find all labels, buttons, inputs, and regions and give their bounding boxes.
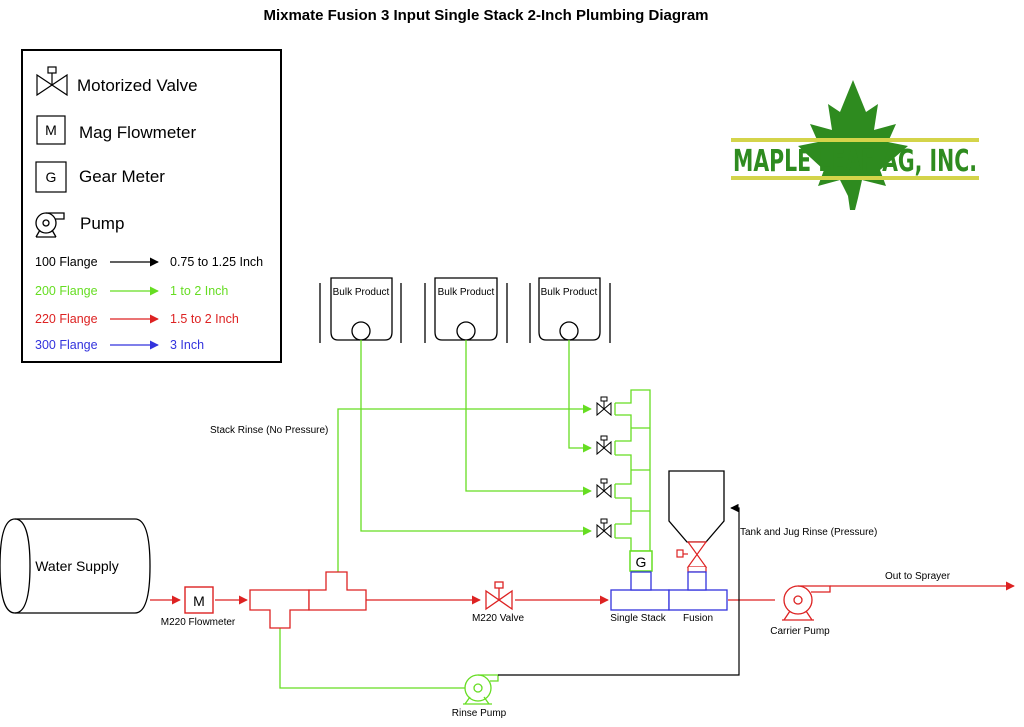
bulk-product-label-1: Bulk Product [333, 287, 390, 298]
legend-label-motorized-valve: Motorized Valve [77, 76, 198, 95]
manifold-valve-1 [596, 396, 612, 417]
fusion-valve [676, 541, 708, 573]
legend-label-pump: Pump [80, 214, 124, 233]
manifold-valve-3 [596, 478, 612, 499]
bulk-product-tank-2 [424, 277, 508, 343]
gear-meter: G [629, 550, 653, 572]
fusion-block [668, 571, 728, 611]
flowmeter-letter: M [193, 593, 205, 609]
flange-200-name: 200 Flange [35, 284, 98, 298]
fusion-hopper [668, 470, 725, 543]
bulk-product-tank-1 [319, 277, 402, 343]
carrier-pump [782, 585, 831, 621]
flange-100-size: 0.75 to 1.25 Inch [170, 255, 263, 269]
flange-300-name: 300 Flange [35, 338, 98, 352]
legend-label-gear-meter: Gear Meter [79, 167, 165, 186]
flange-100-name: 100 Flange [35, 255, 98, 269]
flange-300-size: 3 Inch [170, 338, 204, 352]
bulk-product-label-3: Bulk Product [541, 287, 598, 298]
m220-valve [485, 581, 513, 611]
logo-text: MAPLE LEAF AG, INC. [733, 144, 977, 179]
out-to-sprayer-label: Out to Sprayer [885, 571, 951, 582]
mag-flowmeter: M [184, 586, 214, 614]
gear-meter-label: G [636, 554, 647, 570]
manifold-valve-2 [596, 435, 612, 456]
green-piping [279, 340, 651, 689]
mag-flowmeter-icon: M [36, 115, 66, 145]
diagram-title: Mixmate Fusion 3 Input Single Stack 2-In… [263, 7, 708, 24]
water-supply-tank [0, 518, 151, 614]
m220-valve-label: M220 Valve [472, 613, 525, 624]
pump-icon [35, 212, 65, 238]
gear-meter-icon: G [35, 161, 67, 193]
flowmeter-label: M220 Flowmeter [161, 617, 236, 628]
red-piping [150, 571, 1015, 629]
tank-jug-rinse-line [498, 503, 740, 676]
carrier-pump-label: Carrier Pump [770, 626, 830, 637]
bulk-product-tank-3 [529, 277, 611, 343]
fusion-label: Fusion [683, 613, 713, 624]
stack-rinse-label: Stack Rinse (No Pressure) [210, 425, 328, 436]
rinse-pump [463, 674, 499, 705]
bulk-product-label-2: Bulk Product [438, 287, 495, 298]
single-stack-block [610, 571, 670, 611]
legend-label-mag-flowmeter: Mag Flowmeter [79, 123, 196, 142]
water-supply-label: Water Supply [35, 558, 119, 574]
flange-200-size: 1 to 2 Inch [170, 284, 228, 298]
company-logo: MAPLE LEAF AG, INC. [731, 80, 979, 210]
mag-flowmeter-letter: M [45, 122, 57, 138]
flange-220-size: 1.5 to 2 Inch [170, 312, 239, 326]
manifold-valve-4 [596, 518, 612, 539]
motorized-valve-icon [36, 66, 68, 97]
tank-jug-rinse-label: Tank and Jug Rinse (Pressure) [740, 527, 877, 538]
rinse-pump-label: Rinse Pump [452, 708, 507, 719]
flange-220-name: 220 Flange [35, 312, 98, 326]
legend: Motorized Valve M Mag Flowmeter G Gear M… [21, 49, 282, 363]
single-stack-label: Single Stack [610, 613, 667, 624]
gear-meter-letter: G [46, 169, 57, 185]
